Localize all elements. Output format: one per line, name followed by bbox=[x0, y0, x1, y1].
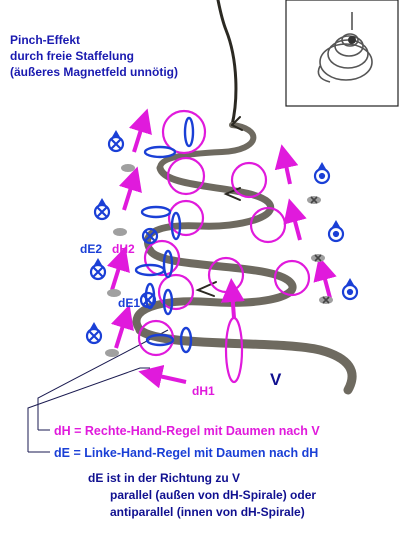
note-line-3: antiparallel (innen von dH-Spirale) bbox=[110, 505, 305, 519]
label-dh2: dH2 bbox=[112, 242, 135, 256]
helix-spiral bbox=[132, 0, 357, 395]
magenta-arrows bbox=[106, 108, 337, 389]
note-line-2: parallel (außen von dH-Spirale) oder bbox=[110, 488, 317, 502]
note-line-1: dE ist in der Richtung zu V bbox=[88, 471, 241, 485]
label-dh1: dH1 bbox=[192, 384, 215, 398]
de-rule: dE = Linke-Hand-Regel mit Daumen nach dH bbox=[54, 446, 319, 460]
title-line-1: Pinch-Effekt bbox=[10, 33, 81, 47]
field-symbols bbox=[85, 135, 359, 345]
label-de2: dE2 bbox=[80, 242, 103, 256]
inset-core bbox=[348, 36, 356, 44]
symbol-arrowheads bbox=[90, 130, 354, 329]
grey-crosses bbox=[310, 196, 330, 304]
label-v: V bbox=[270, 370, 282, 389]
title-line-2: durch freie Staffelung bbox=[10, 49, 135, 63]
label-de1: dE1 bbox=[118, 296, 141, 310]
inset-thumbnail bbox=[285, 0, 399, 107]
dh-rule: dH = Rechte-Hand-Regel mit Daumen nach V bbox=[54, 424, 320, 438]
de-rings bbox=[134, 116, 195, 354]
title-line-3: (äußeres Magnetfeld unnötig) bbox=[10, 65, 178, 79]
